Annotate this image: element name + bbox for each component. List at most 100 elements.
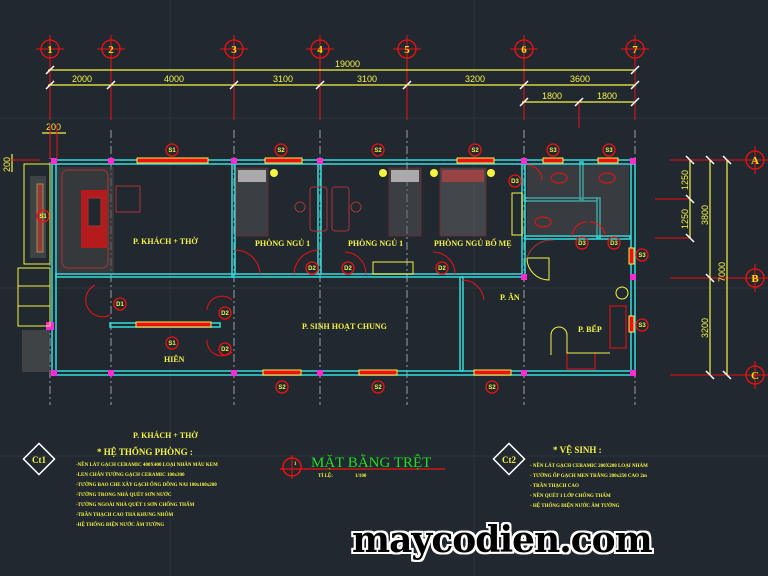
svg-text:-LEN CHÂN TƯỜNG GẠCH CERAMIC 1: -LEN CHÂN TƯỜNG GẠCH CERAMIC 100x300 bbox=[76, 472, 185, 478]
svg-text:19000: 19000 bbox=[335, 59, 360, 69]
svg-text:2000: 2000 bbox=[72, 74, 92, 84]
svg-text:TỈ LỆ:: TỈ LỆ: bbox=[318, 473, 333, 479]
axis-bubble-C: C bbox=[745, 361, 765, 389]
svg-text:3800: 3800 bbox=[700, 205, 710, 225]
room-label-bedroom-2: PHÒNG NGỦ 1 bbox=[348, 238, 403, 248]
svg-text:D2: D2 bbox=[221, 311, 229, 317]
svg-text:5: 5 bbox=[404, 44, 410, 56]
svg-text:A: A bbox=[751, 155, 759, 167]
svg-text:D2: D2 bbox=[221, 347, 229, 353]
svg-text:D2: D2 bbox=[344, 266, 352, 272]
svg-text:- NỀN LÁT GẠCH CERAMIC 200X200: - NỀN LÁT GẠCH CERAMIC 200X200 LOẠI NHÁM bbox=[530, 463, 648, 469]
svg-text:D1: D1 bbox=[116, 302, 124, 308]
svg-text:3: 3 bbox=[231, 44, 237, 56]
axis-bubble-B: B bbox=[745, 264, 765, 292]
svg-text:1250: 1250 bbox=[680, 170, 690, 190]
axis-bubble-7: 7 bbox=[621, 35, 649, 63]
svg-text:-TƯỜNG BAO CHE XÂY GẠCH ỐNG DỒ: -TƯỜNG BAO CHE XÂY GẠCH ỐNG DỒNG NAI 100… bbox=[76, 482, 217, 488]
svg-text:* HỆ THỐNG PHÒNG :: * HỆ THỐNG PHÒNG : bbox=[97, 447, 193, 457]
svg-text:- NỀN QUÉT 1 LỚP CHỐNG THẤM: - NỀN QUÉT 1 LỚP CHỐNG THẤM bbox=[530, 493, 611, 499]
svg-text:S2: S2 bbox=[471, 148, 479, 154]
svg-text:S2: S2 bbox=[374, 148, 382, 154]
svg-text:6: 6 bbox=[521, 44, 527, 56]
svg-text:7000: 7000 bbox=[717, 262, 727, 282]
room-label-living-repeat: P. KHÁCH + THỜ bbox=[133, 430, 198, 440]
element-tags: S1 S1 S1 S2 S2 S2 S2 S2 S2 S3 S3 S3 S3 D… bbox=[36, 143, 649, 394]
svg-text:-TRẦN THẠCH CAO THẢ KHUNG NHÔM: -TRẦN THẠCH CAO THẢ KHUNG NHÔM bbox=[76, 512, 173, 518]
room-label-common: P. SINH HOẠT CHUNG bbox=[302, 322, 387, 331]
room-label-bedroom-1: PHÒNG NGỦ 1 bbox=[255, 238, 310, 248]
svg-text:-TƯỜNG TRONG NHÀ QUÉT SƠN NƯỚC: -TƯỜNG TRONG NHÀ QUÉT SƠN NƯỚC bbox=[76, 492, 172, 498]
svg-text:S2: S2 bbox=[278, 385, 286, 391]
svg-text:1: 1 bbox=[47, 44, 53, 56]
axis-bubble-6: 6 bbox=[510, 35, 538, 63]
axis-bubble-1: 1 bbox=[36, 35, 64, 63]
svg-text:200: 200 bbox=[2, 157, 12, 172]
room-label-porch: HIÊN bbox=[164, 354, 185, 364]
living-room-furniture bbox=[57, 167, 141, 273]
svg-text:7: 7 bbox=[632, 44, 638, 56]
svg-text:D3: D3 bbox=[511, 179, 519, 185]
axis-bubble-A: A bbox=[745, 146, 765, 174]
top-axis-bubbles: 1 2 3 4 5 6 7 bbox=[36, 35, 649, 63]
wc-stairs-kitchen bbox=[526, 165, 629, 370]
svg-text:3600: 3600 bbox=[570, 74, 590, 84]
planter-area bbox=[17, 163, 51, 372]
room-label-dining: P. ĂN bbox=[500, 292, 520, 302]
door-swings bbox=[85, 164, 606, 357]
left-offset-dimension: 200 bbox=[2, 154, 40, 172]
svg-text:S1: S1 bbox=[168, 148, 176, 154]
svg-text:Ct1: Ct1 bbox=[32, 455, 46, 465]
svg-text:D3: D3 bbox=[610, 241, 618, 247]
axis-bubble-5: 5 bbox=[393, 35, 421, 63]
axis-bubble-2: 2 bbox=[97, 35, 125, 63]
notes-wc: Ct2 * VỆ SINH : - NỀN LÁT GẠCH CERAMIC 2… bbox=[492, 442, 648, 509]
svg-text:-TƯỜNG NGOÀI NHÀ QUÉT 1 SƠN CH: -TƯỜNG NGOÀI NHÀ QUÉT 1 SƠN CHỐNG THẤM bbox=[76, 502, 195, 508]
svg-text:S2: S2 bbox=[374, 385, 382, 391]
svg-text:S3: S3 bbox=[549, 148, 557, 154]
right-axis: A B C 1250 1250 3800 3200 7000 bbox=[655, 146, 768, 389]
axis-bubble-3: 3 bbox=[220, 35, 248, 63]
svg-text:3200: 3200 bbox=[700, 318, 710, 338]
svg-text:B: B bbox=[751, 273, 759, 285]
svg-text:3200: 3200 bbox=[465, 74, 485, 84]
svg-text:4: 4 bbox=[317, 44, 323, 56]
svg-text:Ct2: Ct2 bbox=[502, 455, 516, 465]
svg-text:1800: 1800 bbox=[542, 91, 562, 101]
watermark: maycodien.com bbox=[352, 519, 653, 561]
svg-text:1800: 1800 bbox=[597, 91, 617, 101]
svg-text:-NỀN LÁT GẠCH CERAMIC 400X400: -NỀN LÁT GẠCH CERAMIC 400X400 LOẠI NHÂN … bbox=[76, 462, 218, 468]
svg-text:S3: S3 bbox=[605, 148, 613, 154]
room-labels: P. KHÁCH + THỜ PHÒNG NGỦ 1 PHÒNG NGỦ 1 P… bbox=[133, 236, 602, 440]
svg-text:D3: D3 bbox=[578, 241, 586, 247]
svg-text:S2: S2 bbox=[277, 148, 285, 154]
svg-text:4000: 4000 bbox=[164, 74, 184, 84]
svg-text:MẶT BẰNG TRỆT: MẶT BẰNG TRỆT bbox=[311, 454, 431, 471]
drawing-title: 1 MẶT BẰNG TRỆT TỈ LỆ: 1/100 bbox=[280, 454, 445, 479]
svg-text:C: C bbox=[751, 370, 759, 382]
svg-text:3100: 3100 bbox=[357, 74, 377, 84]
svg-text:S3: S3 bbox=[638, 253, 646, 259]
svg-text:S1: S1 bbox=[168, 341, 176, 347]
svg-text:-HỆ THỐNG ĐIỆN NƯỚC ÂM TƯỜNG: -HỆ THỐNG ĐIỆN NƯỚC ÂM TƯỜNG bbox=[76, 522, 164, 528]
svg-text:* VỆ SINH :: * VỆ SINH : bbox=[553, 445, 602, 455]
room-label-living: P. KHÁCH + THỜ bbox=[133, 236, 198, 246]
axis-bubble-4: 4 bbox=[306, 35, 334, 63]
svg-text:- TRẦN THẠCH CAO: - TRẦN THẠCH CAO bbox=[530, 483, 579, 489]
svg-text:D2: D2 bbox=[308, 266, 316, 272]
svg-text:D2: D2 bbox=[438, 266, 446, 272]
top-dimensions: 19000 2000 4000 3100 3100 3200 3600 1800… bbox=[42, 59, 640, 158]
room-label-master-bedroom: PHÒNG NGỦ BỐ MẸ bbox=[434, 238, 512, 248]
svg-text:1/100: 1/100 bbox=[355, 474, 367, 479]
svg-text:2: 2 bbox=[108, 44, 114, 56]
svg-text:3100: 3100 bbox=[273, 74, 293, 84]
room-label-kitchen: P. BẾP bbox=[578, 324, 602, 334]
svg-text:S2: S2 bbox=[488, 385, 496, 391]
svg-text:1: 1 bbox=[294, 462, 297, 467]
svg-text:S1: S1 bbox=[39, 214, 47, 220]
svg-text:1250: 1250 bbox=[680, 209, 690, 229]
svg-text:S3: S3 bbox=[638, 323, 646, 329]
bedroom-furniture bbox=[235, 167, 523, 275]
